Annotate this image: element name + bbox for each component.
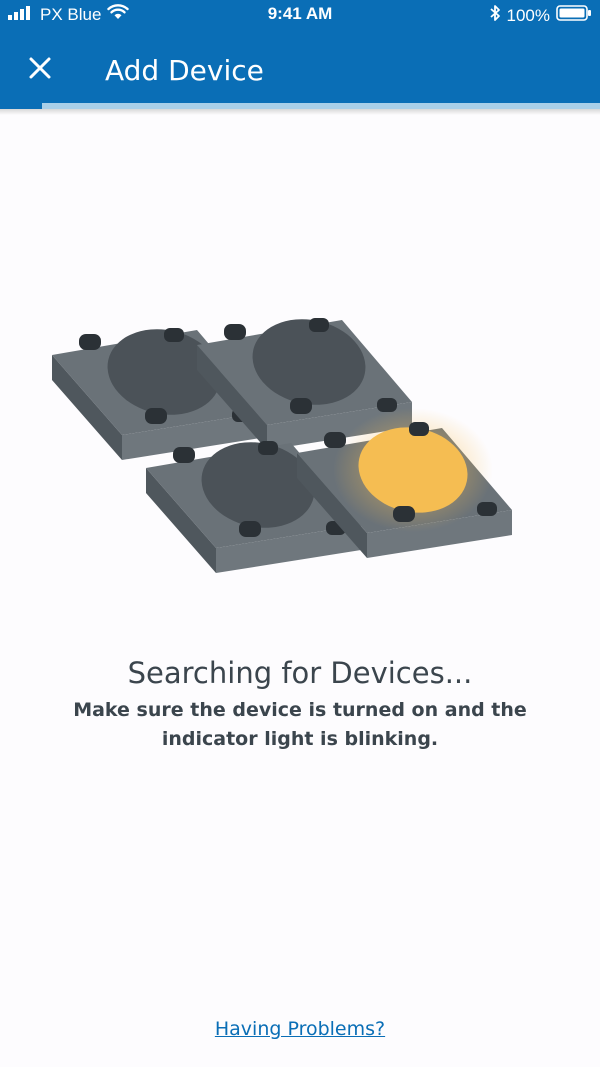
searching-heading: Searching for Devices...	[127, 656, 473, 690]
wifi-icon	[107, 4, 130, 25]
bluetooth-icon	[489, 4, 501, 27]
page-title: Add Device	[105, 54, 264, 87]
having-problems-link[interactable]: Having Problems?	[214, 1018, 386, 1040]
status-bar: PX Blue 9:41 AM 100%	[0, 0, 600, 30]
app-bar: PX Blue 9:41 AM 100%	[0, 0, 600, 109]
carrier-name: PX Blue	[40, 4, 102, 24]
app-bar-shadow	[0, 109, 600, 115]
close-button[interactable]	[18, 48, 62, 92]
instruction-text: Make sure the device is turned on and th…	[73, 699, 527, 750]
battery-icon	[556, 5, 592, 26]
status-bar-left: PX Blue	[8, 4, 130, 25]
battery-percent: 100%	[506, 5, 550, 25]
status-bar-right: 100%	[489, 4, 592, 27]
signal-icon	[8, 5, 34, 25]
status-time: 9:41 AM	[267, 4, 333, 23]
active-device-tile	[297, 408, 512, 558]
device-illustration	[40, 270, 540, 590]
progress-bar-fill	[0, 103, 42, 109]
indicator-light	[358, 427, 468, 513]
close-icon	[28, 56, 52, 85]
progress-bar	[0, 103, 600, 109]
toolbar: Add Device	[0, 40, 600, 102]
